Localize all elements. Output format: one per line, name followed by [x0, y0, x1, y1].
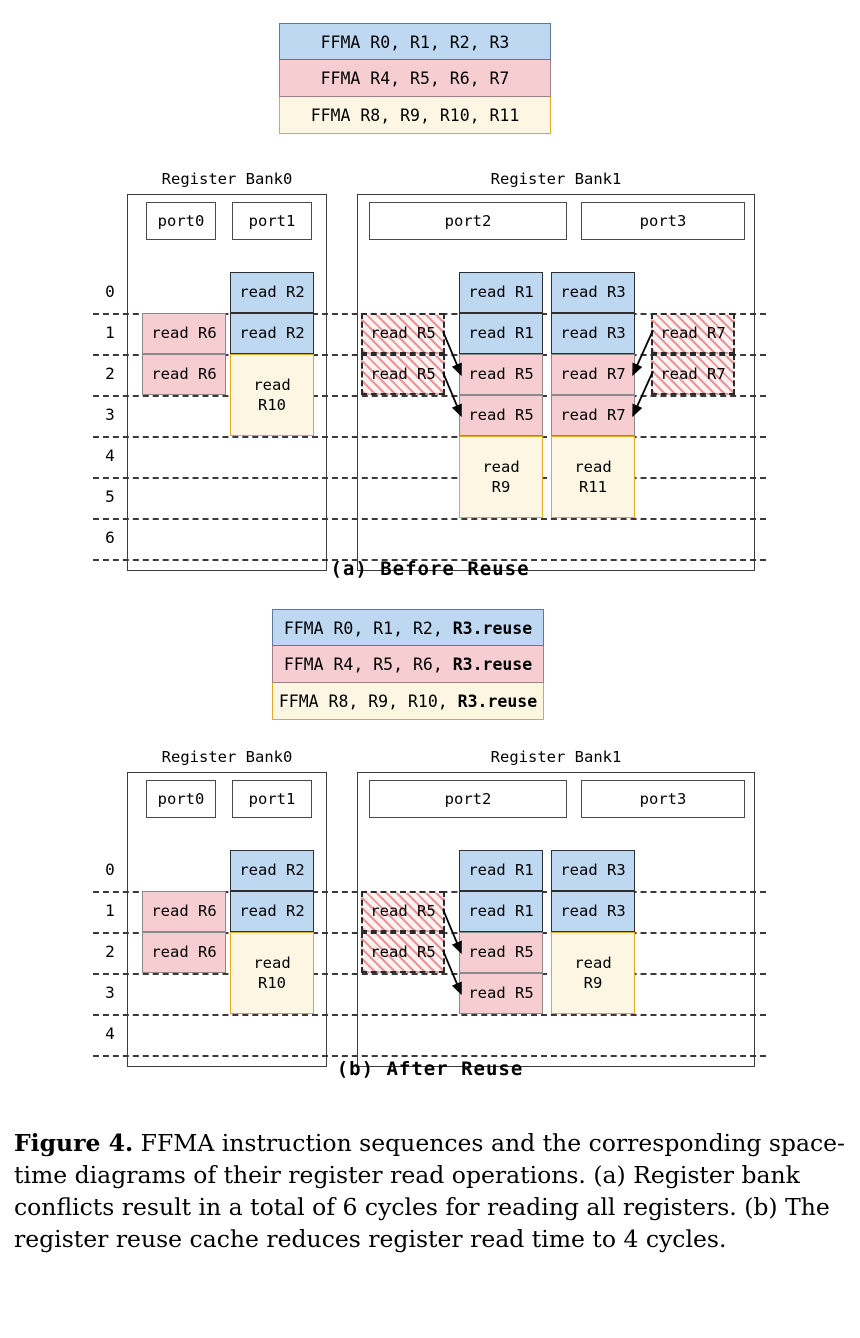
instruction-reuse-flag: R3.reuse	[452, 619, 533, 638]
read-cell-port1: read R2	[230, 272, 314, 313]
read-cell-port2: read R1	[459, 850, 543, 891]
panel-a-subcaption: (a) Before Reuse	[330, 558, 530, 580]
cycle-label: 0	[105, 860, 115, 879]
read-cell-port3_pending: read R7	[651, 354, 735, 395]
panel-b-instruction-block: FFMA R0, R1, R2, R3.reuse FFMA R4, R5, R…	[272, 609, 544, 720]
port-header-port1: port1	[232, 202, 312, 240]
bank-title-bank0: Register Bank0	[161, 748, 293, 766]
panel-a-instruction-block: FFMA R0, R1, R2, R3 FFMA R4, R5, R6, R7 …	[279, 23, 551, 134]
cycle-divider	[93, 1055, 766, 1057]
cycle-label: 3	[105, 405, 115, 424]
instruction-text: FFMA R0, R1, R2,	[283, 619, 453, 638]
read-cell-port0: read R6	[142, 354, 226, 395]
read-cell-port2: read R1	[459, 272, 543, 313]
cycle-divider	[93, 518, 766, 520]
cycle-label: 4	[105, 1024, 115, 1043]
instruction-row: FFMA R8, R9, R10, R3.reuse	[272, 683, 544, 720]
panel-b-subcaption: (b) After Reuse	[336, 1058, 524, 1080]
port-header-port1: port1	[232, 780, 312, 818]
cycle-divider	[93, 973, 766, 975]
port-header-port0: port0	[146, 202, 216, 240]
read-cell-port3: read R3	[551, 891, 635, 932]
bank-container-bank1	[357, 772, 755, 1067]
instruction-row: FFMA R0, R1, R2, R3.reuse	[272, 609, 544, 646]
read-cell-port1: read R10	[230, 354, 314, 436]
port-header-port3: port3	[581, 780, 745, 818]
read-cell-port3: read R11	[551, 436, 635, 518]
read-cell-port2: read R1	[459, 313, 543, 354]
read-cell-port2: read R1	[459, 891, 543, 932]
instruction-row: FFMA R4, R5, R6, R3.reuse	[272, 646, 544, 683]
panel-b-diagram: Register Bank0 Register Bank1 port0 port1 po…	[0, 748, 860, 1067]
read-cell-port1: read R2	[230, 850, 314, 891]
cycle-divider	[93, 436, 766, 438]
cycle-label: 5	[105, 487, 115, 506]
port-header-port0: port0	[146, 780, 216, 818]
read-cell-port3_pending: read R7	[651, 313, 735, 354]
read-cell-port3: read R3	[551, 850, 635, 891]
cycle-divider	[93, 559, 766, 561]
read-cell-port2: read R5	[459, 973, 543, 1014]
bank-container-bank0	[127, 194, 327, 571]
cycle-label: 2	[105, 364, 115, 383]
cycle-divider	[93, 1014, 766, 1016]
instruction-reuse-flag: R3.reuse	[452, 655, 533, 674]
instruction-row: FFMA R8, R9, R10, R11	[279, 97, 551, 134]
instruction-text: FFMA R4, R5, R6,	[283, 655, 453, 674]
cycle-label: 1	[105, 323, 115, 342]
figure-label: Figure 4.	[14, 1129, 134, 1157]
read-cell-port3: read R3	[551, 272, 635, 313]
read-cell-port2_pending: read R5	[361, 891, 445, 932]
instruction-reuse-flag: R3.reuse	[457, 692, 538, 711]
read-cell-port3: read R7	[551, 395, 635, 436]
read-cell-port2_pending: read R5	[361, 313, 445, 354]
cycle-label: 0	[105, 282, 115, 301]
read-cell-port2: read R5	[459, 932, 543, 973]
read-cell-port3: read R9	[551, 932, 635, 1014]
cycle-label: 4	[105, 446, 115, 465]
bank-title-bank1: Register Bank1	[490, 170, 622, 188]
read-cell-port2: read R5	[459, 395, 543, 436]
bank-container-bank0	[127, 772, 327, 1067]
cycle-divider	[93, 477, 766, 479]
panel-a-diagram: Register Bank0 Register Bank1 port0 port1 po…	[0, 170, 860, 571]
figure-caption: Figure 4. FFMA instruction sequences and…	[14, 1128, 846, 1256]
read-cell-port2_pending: read R5	[361, 354, 445, 395]
read-cell-port0: read R6	[142, 313, 226, 354]
instruction-row: FFMA R4, R5, R6, R7	[279, 60, 551, 97]
port-header-port3: port3	[581, 202, 745, 240]
instruction-text: FFMA R8, R9, R10,	[278, 692, 458, 711]
bank-container-bank1	[357, 194, 755, 571]
cycle-label: 3	[105, 983, 115, 1002]
read-cell-port2_pending: read R5	[361, 932, 445, 973]
read-cell-port0: read R6	[142, 891, 226, 932]
bank-title-bank1: Register Bank1	[490, 748, 622, 766]
read-cell-port3: read R7	[551, 354, 635, 395]
cycle-label: 2	[105, 942, 115, 961]
read-cell-port3: read R3	[551, 313, 635, 354]
read-cell-port1: read R10	[230, 932, 314, 1014]
read-cell-port2: read R9	[459, 436, 543, 518]
bank-title-bank0: Register Bank0	[161, 170, 293, 188]
cycle-label: 1	[105, 901, 115, 920]
figure-caption-text: FFMA instruction sequences and the corre…	[14, 1129, 845, 1253]
read-cell-port0: read R6	[142, 932, 226, 973]
cycle-divider	[93, 395, 766, 397]
read-cell-port1: read R2	[230, 891, 314, 932]
port-header-port2: port2	[369, 780, 567, 818]
read-cell-port1: read R2	[230, 313, 314, 354]
port-header-port2: port2	[369, 202, 567, 240]
instruction-row: FFMA R0, R1, R2, R3	[279, 23, 551, 60]
cycle-label: 6	[105, 528, 115, 547]
read-cell-port2: read R5	[459, 354, 543, 395]
